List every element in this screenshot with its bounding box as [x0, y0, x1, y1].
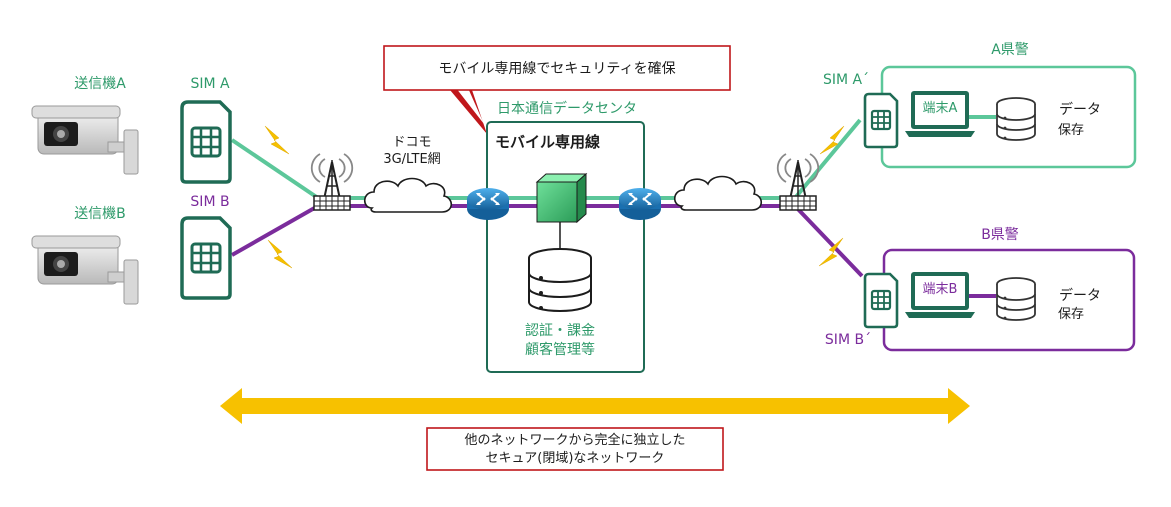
wireless-bolt-icon [264, 125, 290, 155]
database-label-2: 顧客管理等 [525, 341, 595, 358]
cell-tower-icon [310, 153, 354, 211]
storage-a-label-2: 保存 [1058, 123, 1084, 138]
callout-bottom-line-2: セキュア(閉域)なネットワーク [486, 451, 665, 466]
cloud-icon [363, 177, 453, 213]
cloud-icon [673, 175, 763, 211]
camera-a-icon [31, 105, 139, 175]
sim-a-prime-label: SIM A´ [823, 72, 869, 88]
wireless-bolt-icon [267, 239, 293, 269]
datacenter-title: 日本通信データセンタ [497, 100, 637, 117]
camera-a-label: 送信機A [74, 76, 126, 92]
sim-b-prime-label: SIM B´ [825, 332, 871, 348]
database-icon [528, 248, 592, 312]
callout-pointer [450, 90, 487, 134]
storage-b-label-2: 保存 [1058, 307, 1084, 322]
sim-b-label: SIM B [190, 194, 229, 210]
camera-b-label: 送信機B [74, 206, 126, 222]
terminal-b-label: 端末B [923, 282, 958, 297]
camera-b-icon [31, 235, 139, 305]
callout-top-text: モバイル専用線でセキュリティを確保 [438, 61, 675, 77]
prefecture-b-title: B県警 [981, 227, 1019, 243]
callout-bottom-line-1: 他のネットワークから完全に独立した [464, 432, 685, 448]
router-icon [618, 187, 662, 221]
carrier-label-2: 3G/LTE網 [383, 152, 440, 167]
callout-top-box [383, 45, 731, 91]
router-icon [466, 187, 510, 221]
cell-tower-icon [776, 153, 820, 211]
prefecture-a-title: A県警 [991, 42, 1029, 58]
storage-a-label-1: データ [1059, 101, 1101, 118]
closed-network-arrow [220, 388, 970, 424]
storage-a-icon [996, 97, 1036, 141]
sim-b-prime-icon [863, 272, 899, 329]
datacenter-box [486, 121, 645, 373]
storage-b-icon [996, 277, 1036, 321]
wireless-bolt-icon [819, 125, 845, 155]
database-label-1: 認証・課金 [525, 323, 595, 339]
sim-a-prime-icon [863, 92, 899, 149]
carrier-label-1: ドコモ [392, 135, 431, 150]
sim-a-label: SIM A [190, 76, 230, 92]
sim-a-icon [180, 100, 232, 184]
terminal-a-label: 端末A [923, 101, 958, 116]
callout-bottom-box [426, 427, 724, 471]
sim-b-icon [180, 216, 232, 300]
server-icon [535, 172, 588, 224]
storage-b-label-1: データ [1059, 287, 1101, 304]
datacenter-heading: モバイル専用線 [495, 133, 600, 151]
